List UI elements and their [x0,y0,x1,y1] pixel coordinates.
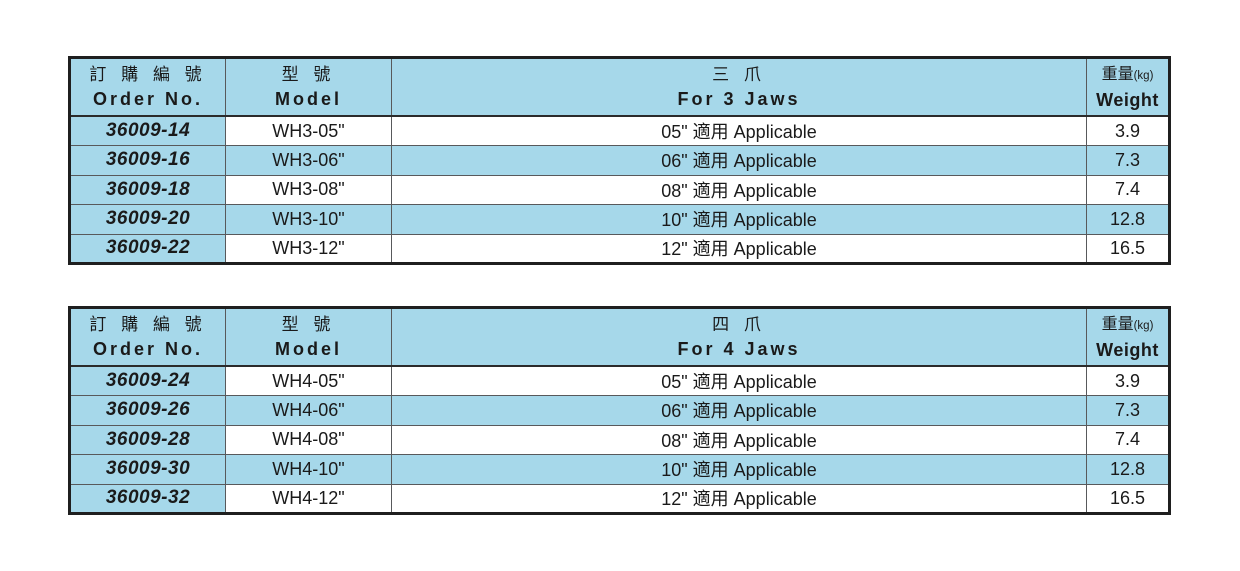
table-row: 36009-28 WH4-08" 08" 適用 Applicable 7.4 [69,424,1170,455]
table-row: 36009-26 WH4-06" 06" 適用 Applicable 7.3 [69,395,1170,426]
model-cell: WH3-10" [225,204,392,235]
header-jaws-zh: 三 爪 [712,65,766,84]
weight-cell: 7.3 [1086,395,1170,426]
table-row: 36009-30 WH4-10" 10" 適用 Applicable 12.8 [69,454,1170,485]
order-no-cell: 36009-30 [69,454,226,485]
applicable-cell: 10" 適用 Applicable [391,204,1087,235]
table-row: 36009-16 WH3-06" 06" 適用 Applicable 7.3 [69,145,1170,176]
header-weight-unit: (kg) [1133,69,1154,82]
model-cell: WH3-12" [225,233,392,264]
applicable-cell: 08" 適用 Applicable [391,174,1087,205]
header-weight-zh-line: 重量(kg) [1088,63,1169,88]
weight-cell: 16.5 [1086,483,1170,514]
header-weight: 重量(kg) Weight [1086,307,1170,367]
model-cell: WH4-12" [225,483,392,514]
applicable-cell: 12" 適用 Applicable [391,233,1087,264]
weight-cell: 7.4 [1086,174,1170,205]
order-no-cell: 36009-24 [69,365,226,396]
applicable-cell: 06" 適用 Applicable [391,145,1087,176]
model-cell: WH3-08" [225,174,392,205]
header-model: 型 號 Model [225,57,392,117]
model-cell: WH4-10" [225,454,392,485]
applicable-cell: 08" 適用 Applicable [391,424,1087,455]
model-cell: WH4-08" [225,424,392,455]
header-order-no: 訂 購 編 號 Order No. [69,57,226,117]
table-for-4-jaws: 訂 購 編 號 Order No. 型 號 Model 四 爪 For 4 Ja… [68,306,1171,515]
model-cell: WH3-06" [225,145,392,176]
table-row: 36009-24 WH4-05" 05" 適用 Applicable 3.9 [69,365,1170,396]
applicable-cell: 05" 適用 Applicable [391,365,1087,396]
header-order-no-zh: 訂 購 編 號 [89,315,207,334]
model-cell: WH4-05" [225,365,392,396]
header-weight-unit: (kg) [1133,319,1154,332]
header-jaws: 三 爪 For 3 Jaws [391,57,1087,117]
weight-cell: 7.4 [1086,424,1170,455]
header-jaws-en: For 4 Jaws [677,339,801,359]
table-for-3-jaws: 訂 購 編 號 Order No. 型 號 Model 三 爪 For 3 Ja… [68,56,1171,265]
spec-table-3-jaws: 訂 購 編 號 Order No. 型 號 Model 三 爪 For 3 Ja… [68,56,1171,265]
header-weight-zh-line: 重量(kg) [1088,313,1169,338]
weight-cell: 16.5 [1086,233,1170,264]
weight-cell: 12.8 [1086,454,1170,485]
header-model: 型 號 Model [225,307,392,367]
header-weight-zh: 重量 [1101,65,1134,83]
header-jaws-zh: 四 爪 [712,315,766,334]
header-order-no-zh: 訂 購 編 號 [89,65,207,84]
applicable-cell: 10" 適用 Applicable [391,454,1087,485]
table-row: 36009-18 WH3-08" 08" 適用 Applicable 7.4 [69,174,1170,205]
table-row: 36009-22 WH3-12" 12" 適用 Applicable 16.5 [69,233,1170,264]
header-row: 訂 購 編 號 Order No. 型 號 Model 四 爪 For 4 Ja… [69,307,1170,367]
header-order-no-en: Order No. [92,89,203,109]
order-no-cell: 36009-32 [69,483,226,514]
header-weight-en: Weight [1096,339,1159,360]
header-weight-zh: 重量 [1101,315,1134,333]
header-model-zh: 型 號 [281,315,336,334]
weight-cell: 12.8 [1086,204,1170,235]
model-cell: WH3-05" [225,115,392,146]
header-weight: 重量(kg) Weight [1086,57,1170,117]
header-weight-en: Weight [1096,89,1159,110]
order-no-cell: 36009-26 [69,395,226,426]
header-model-en: Model [275,339,342,359]
spec-table-4-jaws: 訂 購 編 號 Order No. 型 號 Model 四 爪 For 4 Ja… [68,306,1171,515]
order-no-cell: 36009-14 [69,115,226,146]
order-no-cell: 36009-18 [69,174,226,205]
order-no-cell: 36009-28 [69,424,226,455]
table-row: 36009-20 WH3-10" 10" 適用 Applicable 12.8 [69,204,1170,235]
model-cell: WH4-06" [225,395,392,426]
weight-cell: 3.9 [1086,115,1170,146]
applicable-cell: 05" 適用 Applicable [391,115,1087,146]
order-no-cell: 36009-20 [69,204,226,235]
header-order-no: 訂 購 編 號 Order No. [69,307,226,367]
applicable-cell: 06" 適用 Applicable [391,395,1087,426]
header-jaws-en: For 3 Jaws [677,89,801,109]
order-no-cell: 36009-16 [69,145,226,176]
applicable-cell: 12" 適用 Applicable [391,483,1087,514]
order-no-cell: 36009-22 [69,233,226,264]
header-order-no-en: Order No. [92,339,203,359]
weight-cell: 7.3 [1086,145,1170,176]
weight-cell: 3.9 [1086,365,1170,396]
header-jaws: 四 爪 For 4 Jaws [391,307,1087,367]
header-model-zh: 型 號 [281,65,336,84]
table-row: 36009-14 WH3-05" 05" 適用 Applicable 3.9 [69,115,1170,146]
table-row: 36009-32 WH4-12" 12" 適用 Applicable 16.5 [69,483,1170,514]
header-row: 訂 購 編 號 Order No. 型 號 Model 三 爪 For 3 Ja… [69,57,1170,117]
header-model-en: Model [275,89,342,109]
